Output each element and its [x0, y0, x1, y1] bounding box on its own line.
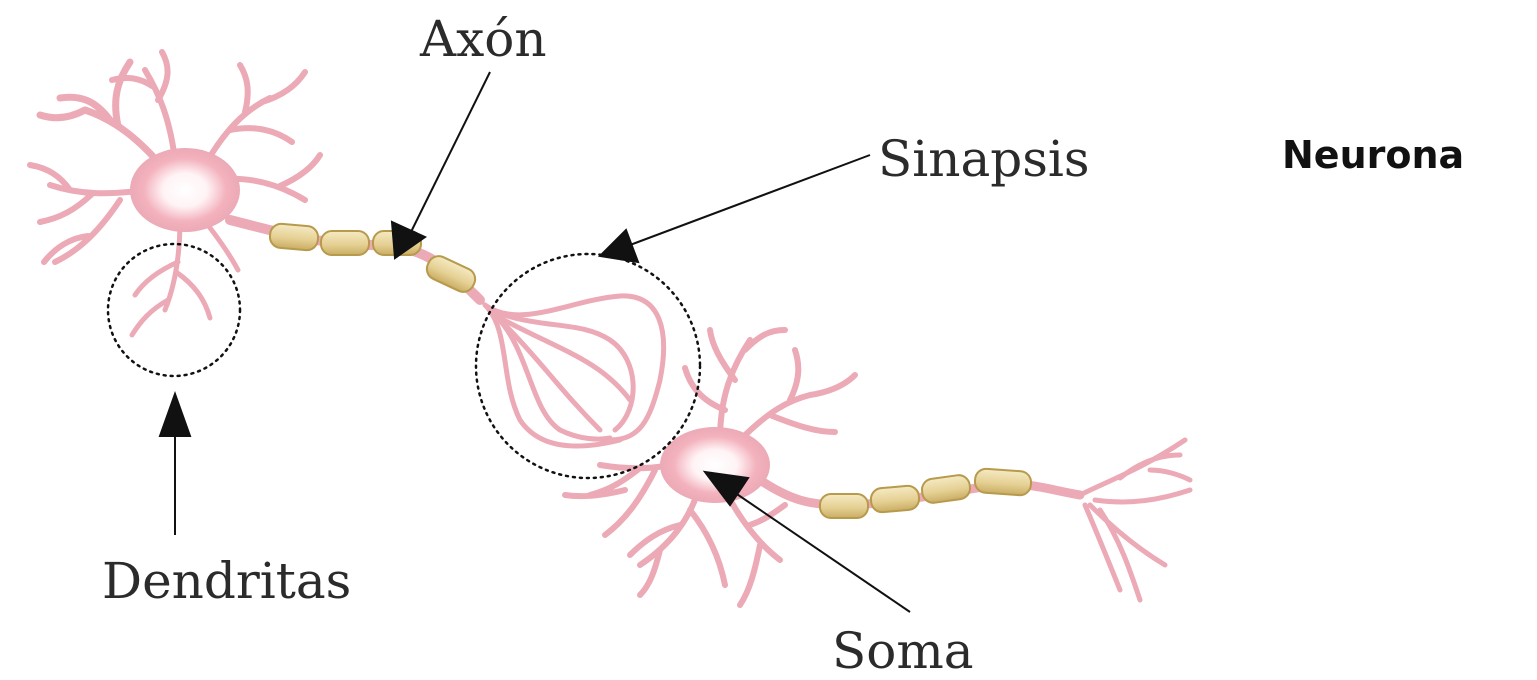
- axon-arrow-icon: [408, 72, 490, 238]
- pointer-arrows: [160, 72, 910, 612]
- myelin-sheath-1: [269, 223, 479, 295]
- soma-2: [660, 427, 770, 503]
- label-soma: Soma: [832, 626, 974, 676]
- axon-terminal: [485, 296, 664, 446]
- myelin-sheath-2: [820, 468, 1032, 518]
- neuron-1: [30, 52, 480, 335]
- diagram-title: Neurona: [1282, 136, 1464, 174]
- soma-1: [130, 148, 240, 232]
- label-axon: Axón: [420, 14, 547, 64]
- sinapsis-arrow-icon: [622, 155, 870, 248]
- label-sinapsis: Sinapsis: [878, 134, 1090, 184]
- neuron-2: [565, 330, 1190, 605]
- label-dendritas: Dendritas: [102, 556, 351, 606]
